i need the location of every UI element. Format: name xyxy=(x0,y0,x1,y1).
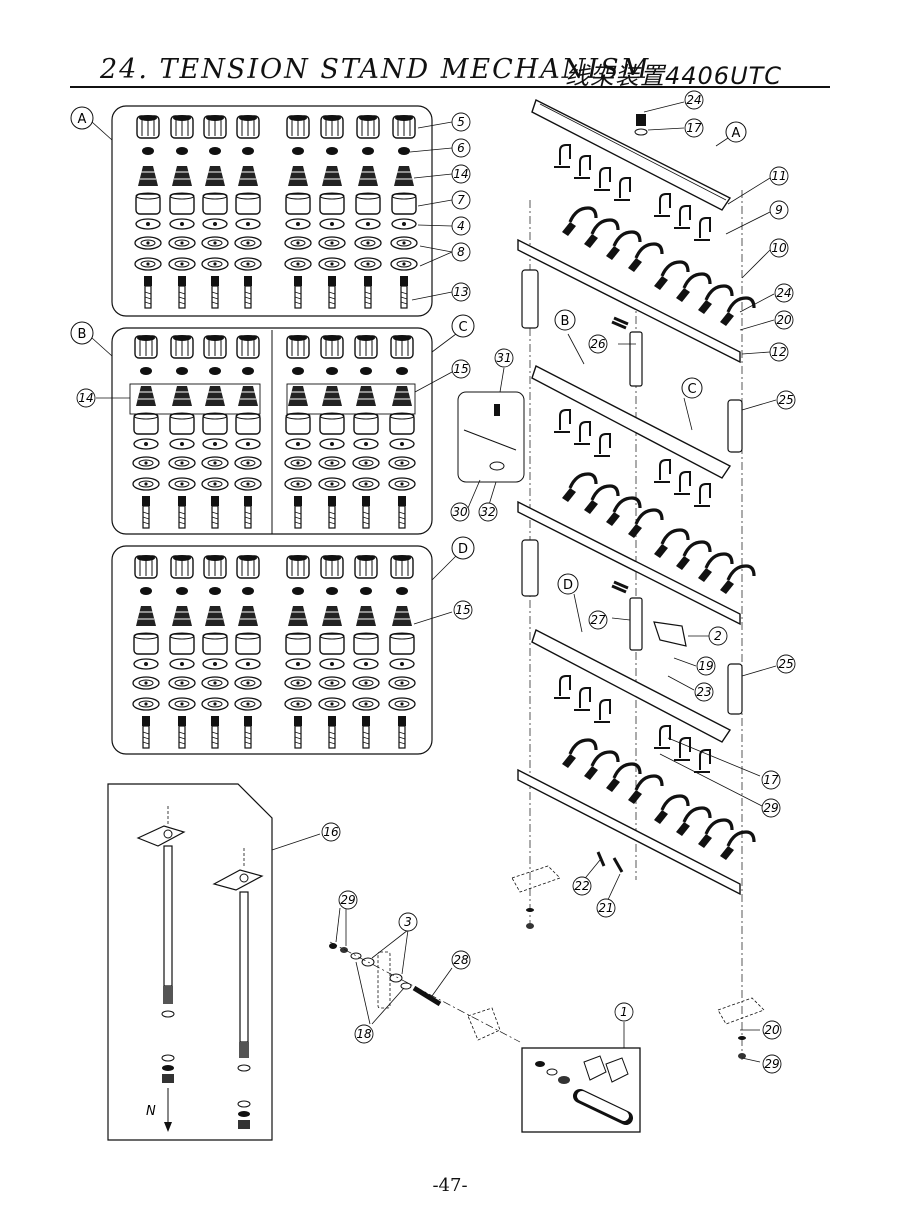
callout-16: 16 xyxy=(323,825,339,839)
callout-17-top: 17 xyxy=(686,121,702,135)
callout-28: 28 xyxy=(453,953,469,967)
page-header: 24. TENSION STAND MECHANISM 线架装置4406UTC xyxy=(70,52,830,90)
stand-tier-bottom xyxy=(511,629,765,1059)
page-title: 24. TENSION STAND MECHANISM xyxy=(100,54,651,85)
stand-letter-a: A xyxy=(732,126,741,141)
callout-14: 14 xyxy=(453,167,468,181)
group-a-letter: A xyxy=(78,112,87,127)
page-title-chinese: 线架装置4406UTC xyxy=(565,62,783,90)
callout-17-mid: 17 xyxy=(763,773,779,787)
callout-13: 13 xyxy=(453,285,468,299)
callout-15-c: 15 xyxy=(453,362,468,376)
callout-31: 31 xyxy=(496,351,511,365)
callout-14-b: 14 xyxy=(78,391,93,405)
callout-24-top: 24 xyxy=(686,93,701,107)
callout-22: 22 xyxy=(574,879,589,893)
group-a-columns xyxy=(134,114,418,309)
callout-15-d: 15 xyxy=(455,603,470,617)
bottom-parts-assembly: 29 3 28 18 1 20 29 xyxy=(329,890,782,1133)
callout-4: 4 xyxy=(457,219,465,233)
stand-assembly: 24 17 A 11 9 10 24 20 12 B 26 C 25 31 30… xyxy=(450,90,796,1060)
group-d-letter: D xyxy=(458,542,468,557)
callout-25-mid: 25 xyxy=(778,657,793,671)
stand-tier-middle xyxy=(457,365,756,651)
callout-10: 10 xyxy=(771,241,787,255)
callout-2: 2 xyxy=(714,629,722,643)
callout-20-bottom: 20 xyxy=(764,1023,780,1037)
group-a-callouts: 5 6 14 7 4 8 13 xyxy=(451,112,471,302)
group-a-assembly: A 5 6 14 7 4 8 13 xyxy=(70,105,471,317)
page-number: -47- xyxy=(432,1175,468,1196)
callout-30: 30 xyxy=(452,505,468,519)
callout-24-right: 24 xyxy=(776,286,791,300)
stand-tier-top xyxy=(517,99,756,387)
callout-1: 1 xyxy=(620,1005,628,1019)
callout-9: 9 xyxy=(775,203,783,217)
callout-29-right: 29 xyxy=(764,1057,779,1071)
callout-26: 26 xyxy=(590,337,606,351)
callout-19: 19 xyxy=(698,659,713,673)
stand-letter-d: D xyxy=(563,578,573,593)
group-c-letter: C xyxy=(458,320,467,335)
callout-7: 7 xyxy=(457,193,465,207)
callout-29-mid: 29 xyxy=(763,801,778,815)
callout-8: 8 xyxy=(457,245,465,259)
rod-assembly-panel: N 16 xyxy=(107,783,341,1141)
callout-25-top: 25 xyxy=(778,393,793,407)
group-b-c-assembly: B C 14 15 xyxy=(70,314,475,535)
callout-11: 11 xyxy=(771,169,786,183)
stand-letter-b: B xyxy=(561,314,570,329)
callout-29-bottom: 29 xyxy=(340,893,355,907)
callout-21: 21 xyxy=(598,901,613,915)
callout-6: 6 xyxy=(457,141,465,155)
callout-3: 3 xyxy=(404,915,412,929)
north-label: N xyxy=(146,1104,156,1119)
callout-20-top: 20 xyxy=(776,313,792,327)
callout-23: 23 xyxy=(696,685,711,699)
group-b-letter: B xyxy=(78,327,87,342)
stand-callouts: 24 17 A 11 9 10 24 20 12 B 26 C 25 31 30… xyxy=(450,90,796,918)
group-d-assembly: D 15 xyxy=(111,536,475,755)
callout-32: 32 xyxy=(480,505,495,519)
callout-18: 18 xyxy=(356,1027,372,1041)
callout-12: 12 xyxy=(771,345,786,359)
callout-5: 5 xyxy=(457,115,465,129)
callout-27: 27 xyxy=(590,613,606,627)
stand-letter-c: C xyxy=(687,382,696,397)
